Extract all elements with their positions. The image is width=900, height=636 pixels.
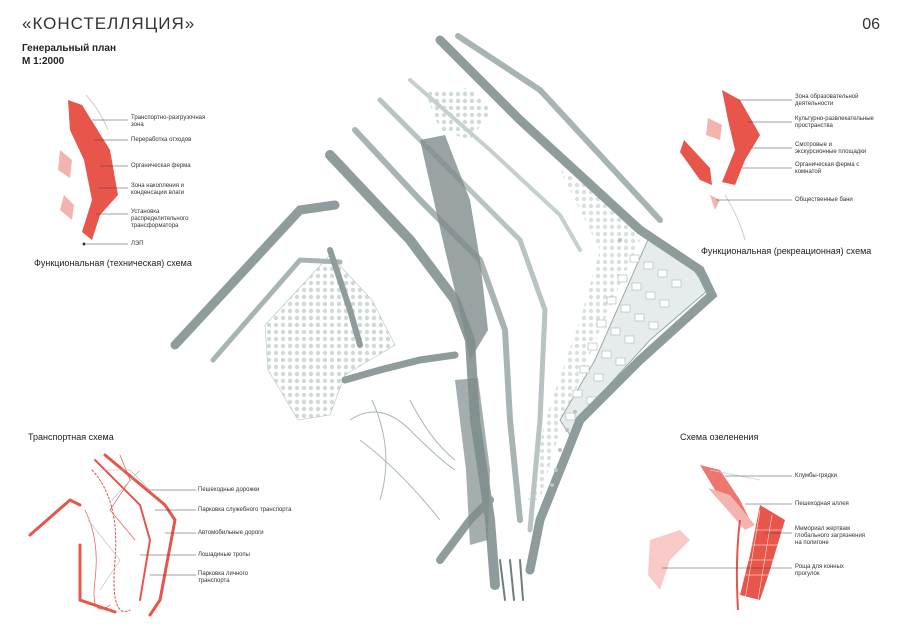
page-number: 06 [862, 16, 880, 33]
plan-title-block: Генеральный план М 1:2000 [22, 42, 116, 68]
housing-grid [565, 254, 682, 421]
transport-scheme-caption: Транспортная схема [28, 432, 114, 442]
technical-label-2: Переработка отходов [131, 137, 192, 143]
recreational-scheme-caption: Функциональная (рекреационная) схема [701, 246, 872, 256]
transport-label-3: Автомобильные дороги [198, 530, 264, 536]
central-corridor [420, 135, 488, 360]
central-corridor-lower [455, 378, 490, 545]
green-area-top [425, 88, 492, 140]
transport-label-4: Лошадиные тропы [198, 552, 250, 558]
green-area-left [264, 254, 396, 421]
tree-dots [550, 238, 622, 487]
recreational-scheme-diagram [680, 90, 792, 241]
greening-scheme-diagram [648, 465, 792, 611]
technical-scheme-diagram [58, 94, 128, 246]
greening-label-1: Клумбы-грядки [795, 473, 837, 479]
greening-label-2: Пешеходная аллея [795, 501, 849, 507]
walking-paths [349, 399, 456, 521]
technical-label-6: ЛЭП [131, 241, 144, 247]
plan-title: Генеральный план [22, 43, 116, 54]
transport-label-1: Пешеходные дорожки [198, 487, 260, 493]
page-title: «КОНСТЕЛЛЯЦИЯ» [22, 14, 196, 33]
transport-scheme-diagram [28, 453, 197, 617]
green-strip-right [528, 170, 640, 500]
transport-label-2: Парковка служебного транспорта [198, 507, 292, 513]
memorial-grid [743, 509, 785, 601]
recreational-label-5: Общественные бани [795, 197, 853, 203]
plan-scale: М 1:2000 [22, 56, 65, 67]
technical-label-3: Органическая ферма [131, 163, 191, 169]
technical-scheme-caption: Функциональная (техническая) схема [34, 258, 192, 268]
greening-scheme-caption: Схема озеленения [680, 432, 759, 442]
